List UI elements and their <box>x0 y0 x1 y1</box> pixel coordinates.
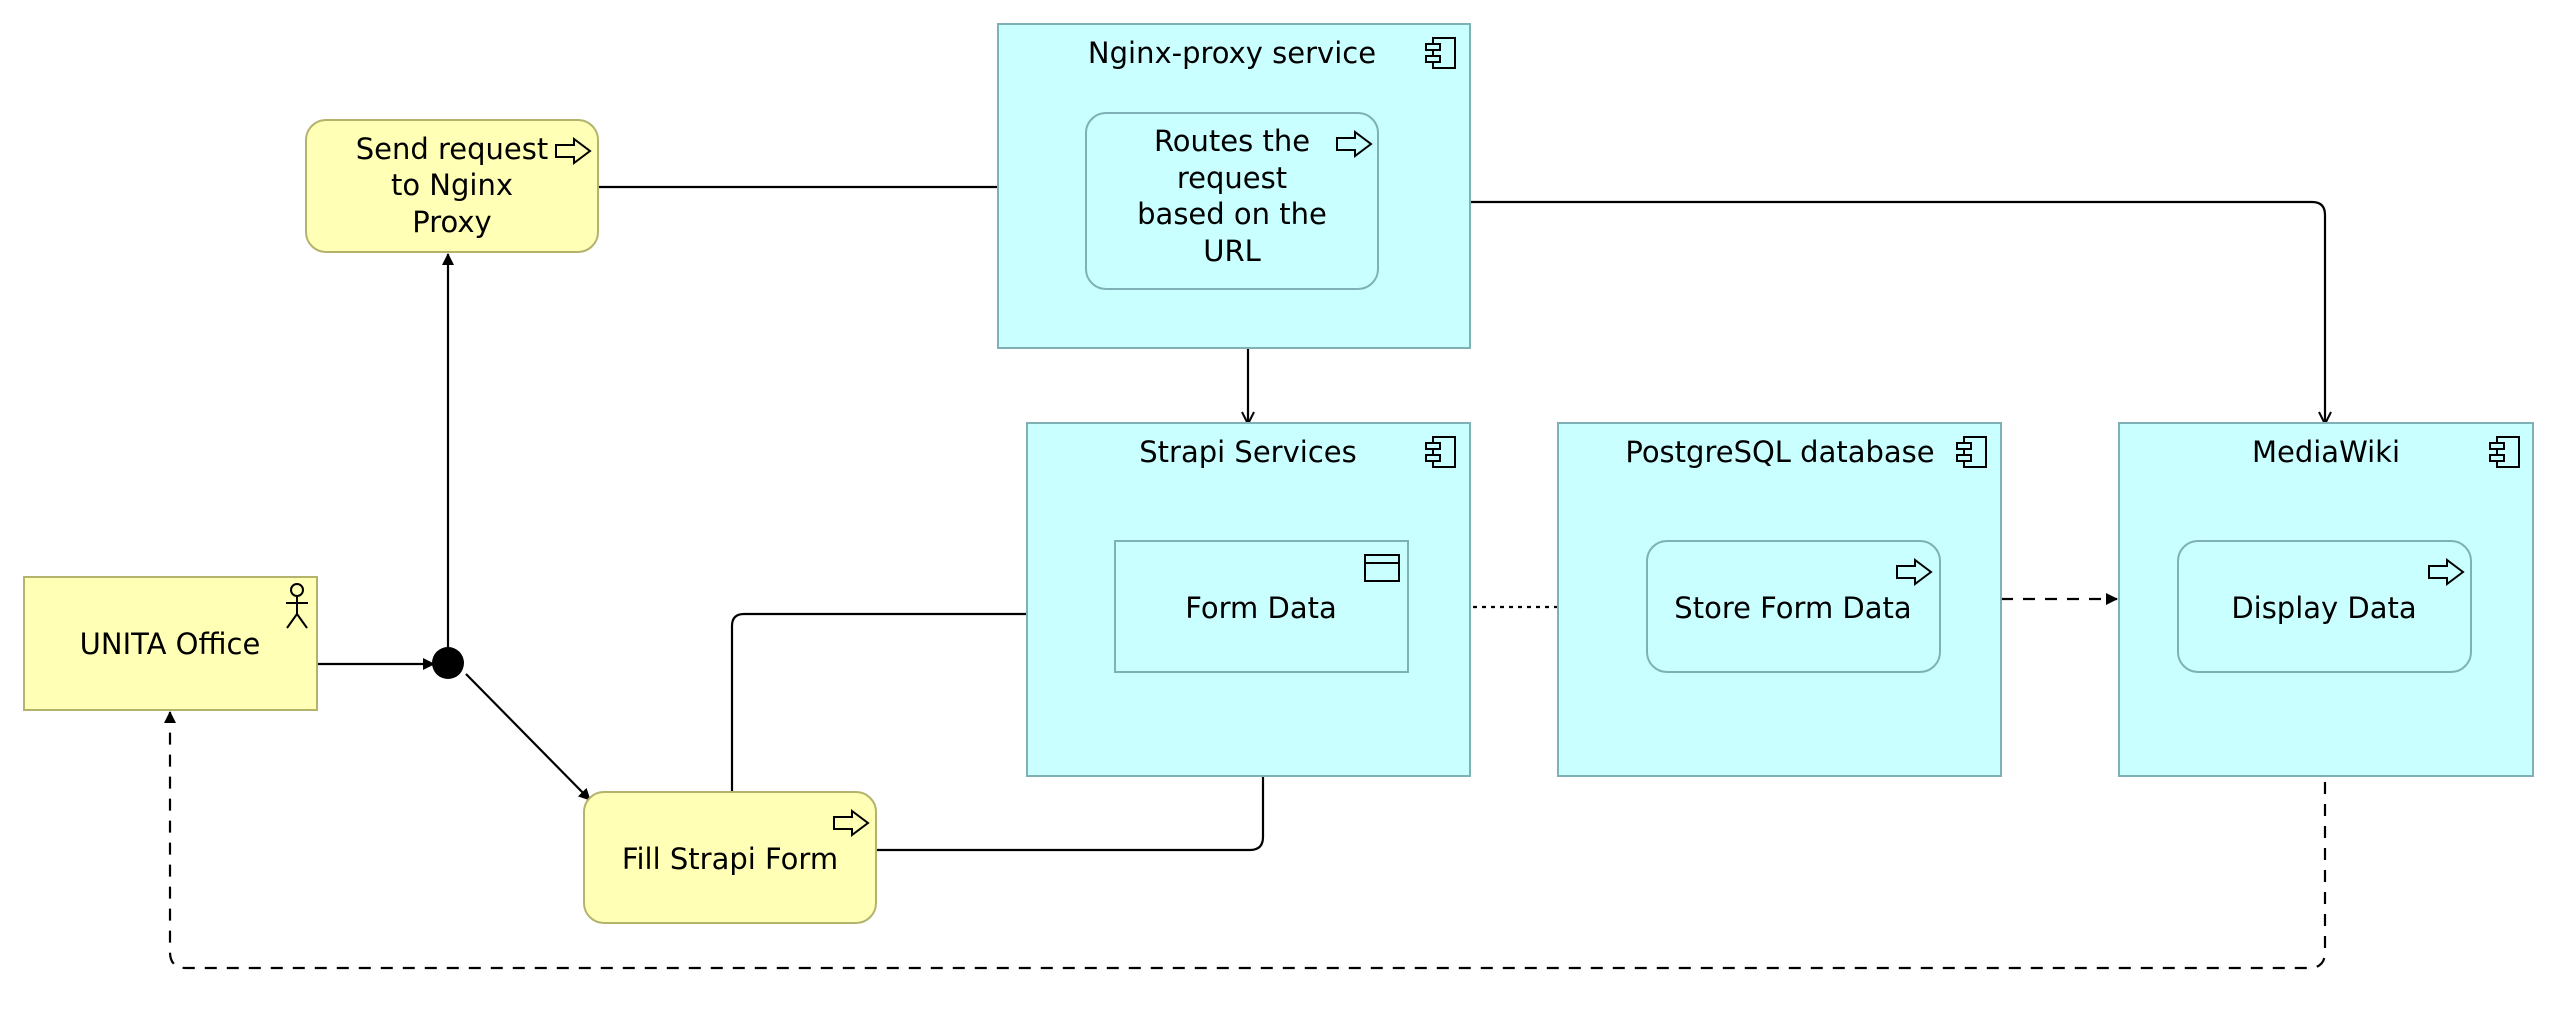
store-form-data-label: Store Form Data <box>1674 591 1911 625</box>
component-icon <box>1956 436 1987 468</box>
strapi-services-title: Strapi Services <box>1139 435 1356 469</box>
mediawiki-title: MediaWiki <box>2252 435 2400 469</box>
connections <box>164 181 2327 970</box>
send-request-node[interactable]: Send request to Nginx Proxy <box>305 119 599 253</box>
component-icon <box>1425 37 1456 69</box>
routes-request-node[interactable]: Routes the request based on the URL <box>1085 112 1379 290</box>
process-arrow-icon <box>1336 130 1373 158</box>
component-icon <box>2489 436 2520 468</box>
process-arrow-icon <box>833 809 870 837</box>
edge-fill-to-formdata-lower <box>876 672 1265 852</box>
unita-office-node[interactable]: UNITA Office <box>23 576 318 711</box>
nginx-proxy-service-title: Nginx-proxy service <box>1088 36 1376 70</box>
unita-office-label: UNITA Office <box>80 627 261 661</box>
fill-strapi-form-node[interactable]: Fill Strapi Form <box>583 791 877 924</box>
routes-request-label-line-1: Routes the <box>1154 124 1310 158</box>
send-request-label-line-2: to Nginx <box>391 168 513 202</box>
data-object-icon <box>1364 554 1400 582</box>
edge-fill-to-formdata-upper <box>730 612 1116 792</box>
send-request-label-line-1: Send request <box>356 132 549 166</box>
process-arrow-icon <box>2428 558 2465 586</box>
routes-request-label-line-4: URL <box>1203 234 1261 268</box>
process-arrow-icon <box>1896 558 1933 586</box>
display-data-node[interactable]: Display Data <box>2177 540 2472 673</box>
postgresql-database-title: PostgreSQL database <box>1625 435 1934 469</box>
actor-icon <box>286 583 308 629</box>
junction <box>432 647 464 679</box>
send-request-label-line-3: Proxy <box>412 205 491 239</box>
routes-request-label-line-2: request <box>1177 161 1287 195</box>
store-form-data-node[interactable]: Store Form Data <box>1646 540 1941 673</box>
fill-strapi-form-label: Fill Strapi Form <box>622 842 838 876</box>
edge-nginx-to-mediawiki <box>1470 200 2325 424</box>
form-data-label: Form Data <box>1185 591 1337 625</box>
display-data-label: Display Data <box>2231 591 2416 625</box>
process-arrow-icon <box>555 137 592 165</box>
form-data-node[interactable]: Form Data <box>1114 540 1409 673</box>
routes-request-label-line-3: based on the <box>1137 197 1327 231</box>
edge-display-to-unita <box>164 672 2327 970</box>
component-icon <box>1425 436 1456 468</box>
edge-junction-to-fill <box>465 673 591 801</box>
